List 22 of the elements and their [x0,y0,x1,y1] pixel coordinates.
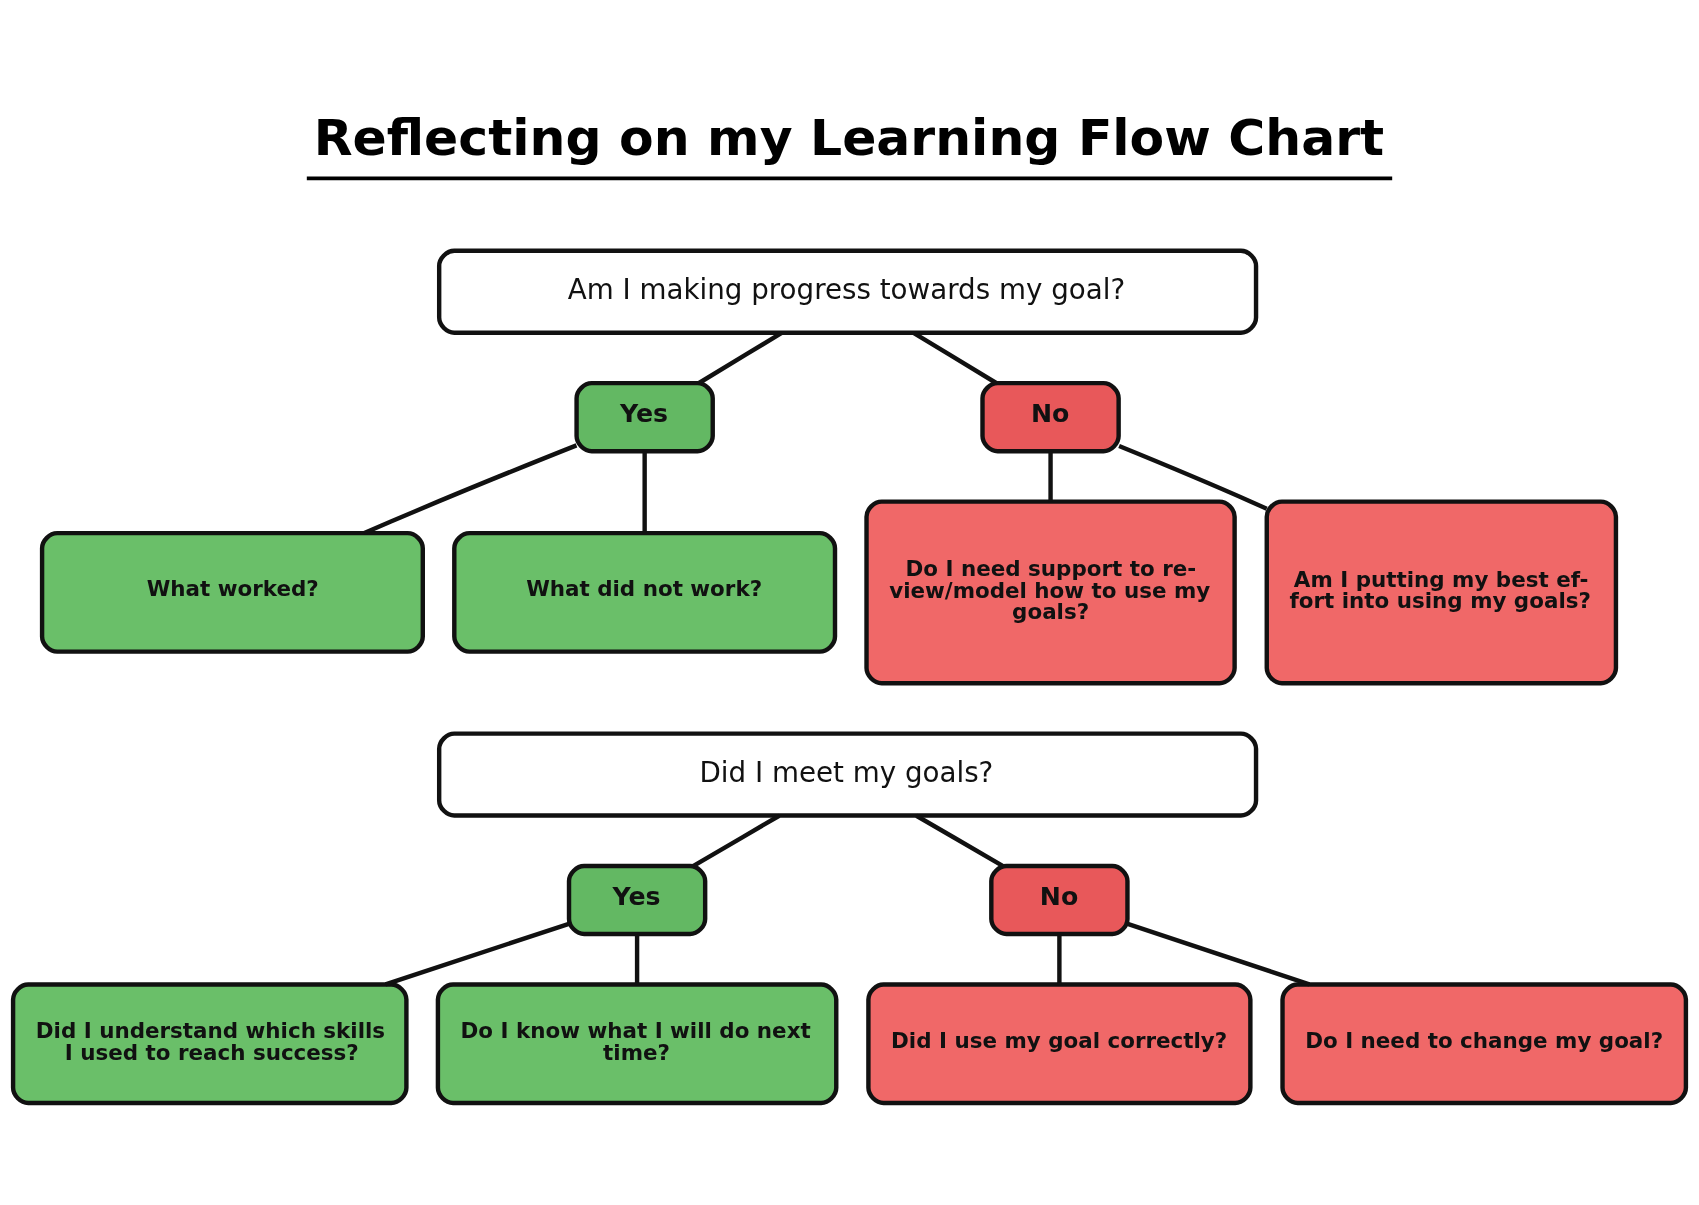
node-box: Did I understand which skills I used to reach success? [10,982,409,1106]
node-box: Do I need support to re-view/model how to use my goals? [864,499,1237,686]
node-box: Am I making progress towards my goal? [436,248,1259,335]
node-box: Do I know what I will do next time? [435,982,839,1106]
node-box: Did I meet my goals? [436,731,1259,818]
connector [384,921,570,987]
node-box: Yes [566,863,708,937]
node-box: What worked? [39,530,425,654]
node-box: No [980,380,1121,454]
node-box: What did not work? [452,530,838,654]
node-box: No [989,863,1130,937]
node-box: Did I use my goal correctly? [866,982,1253,1106]
node-box: Yes [574,380,715,454]
connector [634,934,640,985]
node-box: Am I putting my best ef-fort into using my goals? [1264,499,1619,686]
connector [1126,921,1311,987]
connector [642,451,647,533]
connector [1057,934,1062,985]
connector [1048,451,1053,502]
diagram-title: Reflecting on my Learning Flow Chart [313,107,1385,167]
node-box: Do I need to change my goal? [1280,982,1689,1106]
connector [1118,443,1268,511]
